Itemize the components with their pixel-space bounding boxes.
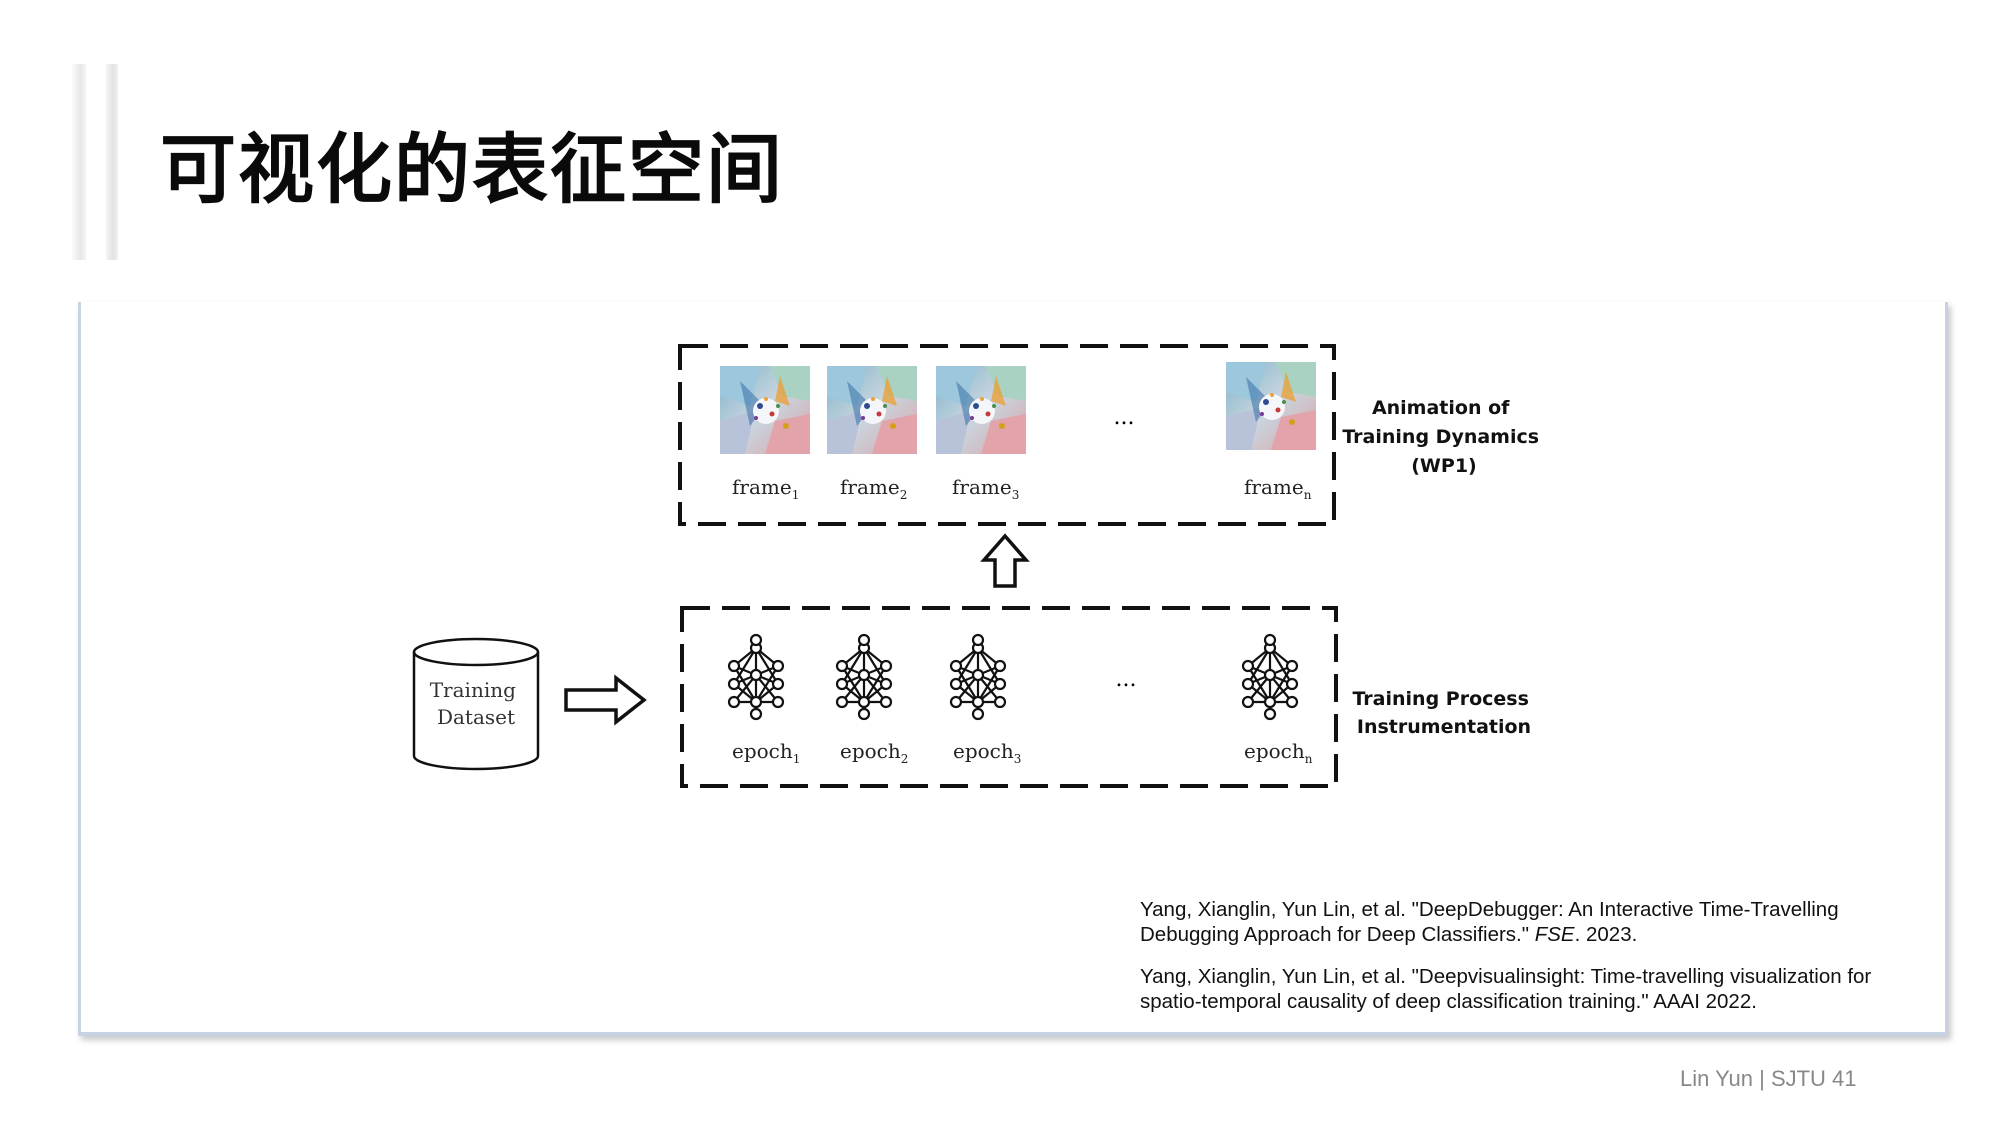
epoch-3-network-icon	[949, 633, 1007, 721]
reference-1: Yang, Xianglin, Yun Lin, et al. "DeepDeb…	[1140, 898, 1839, 946]
epoch-3-label: epoch3	[953, 739, 1021, 766]
decorative-bar	[106, 64, 118, 260]
epoch-2-network-icon	[835, 633, 893, 721]
frames-ellipsis: ...	[1114, 405, 1135, 430]
epoch-1-network-icon	[727, 633, 785, 721]
frame-n-thumbnail	[1226, 362, 1316, 450]
instrumentation-box	[680, 606, 1338, 788]
frame-3-thumbnail	[936, 366, 1026, 454]
frame-n-label: framen	[1244, 475, 1312, 502]
frame-1-thumbnail	[720, 366, 810, 454]
dataset-label: Training Dataset	[430, 678, 523, 729]
decorative-bar	[72, 64, 86, 260]
up-arrow-icon	[980, 533, 1030, 588]
reference-2: Yang, Xianglin, Yun Lin, et al. "Deepvis…	[1140, 965, 1872, 1013]
animation-box	[678, 344, 1336, 526]
frame-2-label: frame2	[840, 475, 907, 502]
right-arrow-icon	[564, 674, 647, 726]
references: Yang, Xianglin, Yun Lin, et al. "DeepDeb…	[1140, 897, 1900, 1031]
epoch-n-label: epochn	[1244, 739, 1313, 766]
epochs-ellipsis: ...	[1116, 667, 1137, 692]
epoch-1-label: epoch1	[732, 739, 800, 766]
dataset-cylinder-icon	[412, 637, 540, 771]
animation-label: Animation of Training Dynamics (WP1)	[1342, 397, 1545, 477]
instrumentation-label: Training Process Instrumentation	[1352, 688, 1535, 738]
epoch-2-label: epoch2	[840, 739, 908, 766]
slide-footer: Lin Yun | SJTU 41	[1680, 1066, 1857, 1091]
slide-title: 可视化的表征空间	[160, 125, 784, 214]
epoch-n-network-icon	[1241, 633, 1299, 721]
frame-2-thumbnail	[827, 366, 917, 454]
frame-3-label: frame3	[952, 475, 1019, 502]
frame-1-label: frame1	[732, 475, 799, 502]
